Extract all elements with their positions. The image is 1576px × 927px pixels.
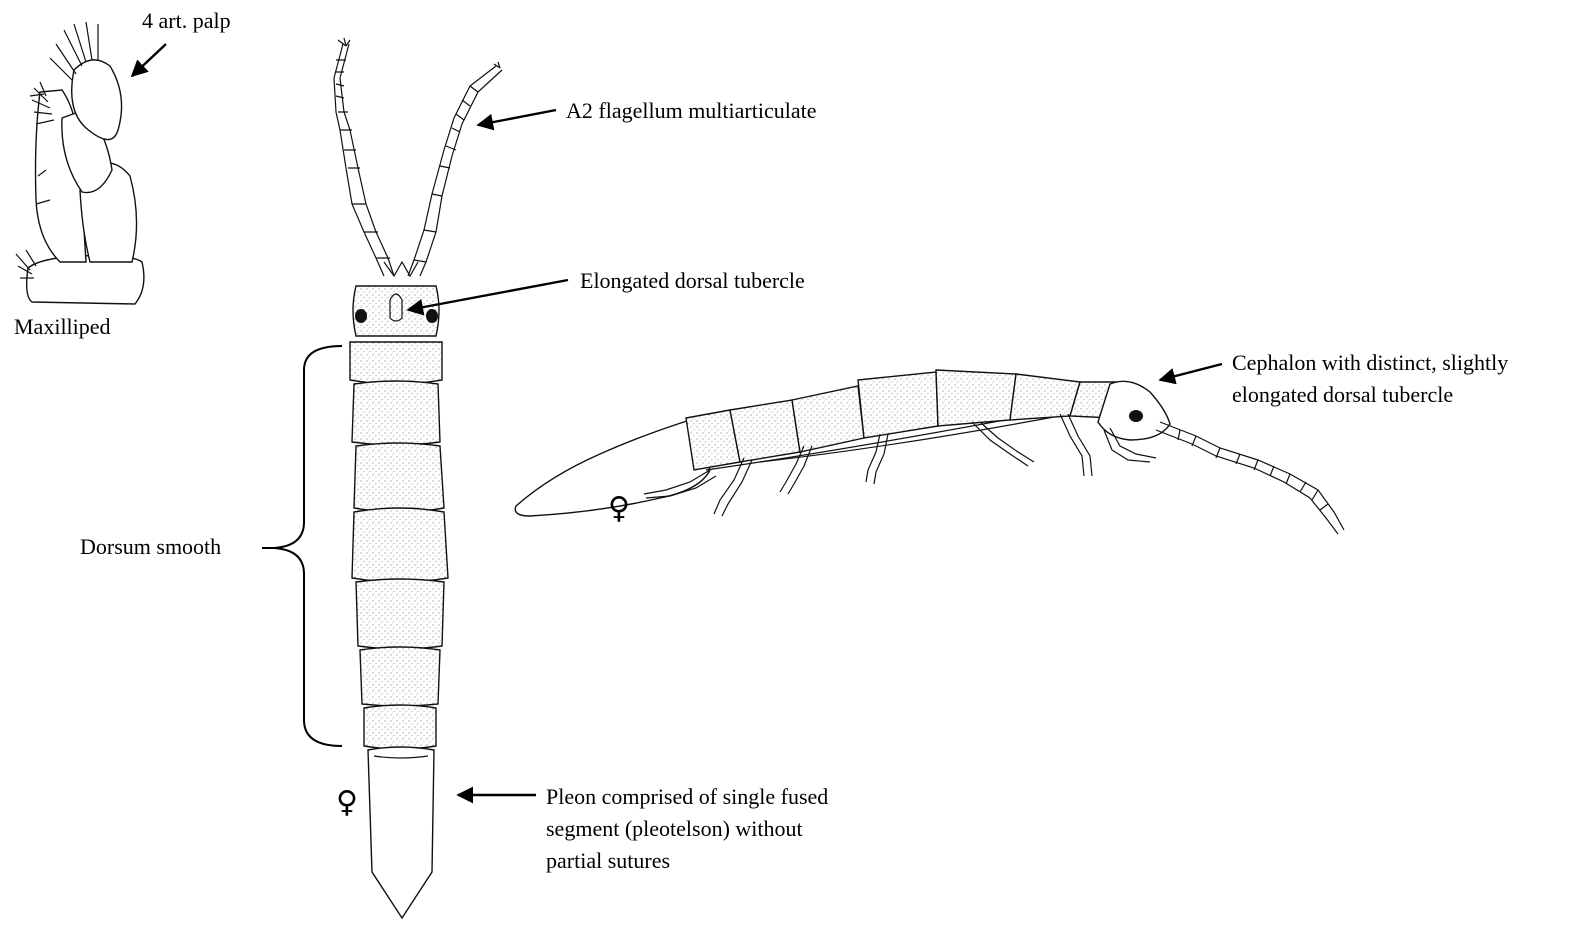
female-symbol-icon: ♀ xyxy=(336,788,358,818)
annotation-lines xyxy=(132,44,1222,795)
a2-arrow-icon xyxy=(478,110,556,125)
pleon-label-line1: Pleon comprised of single fused xyxy=(546,782,828,812)
pleon-label-line2: segment (pleotelson) without xyxy=(546,814,803,844)
pleon-label-line3: partial sutures xyxy=(546,846,670,876)
dorsal-view-drawing xyxy=(334,38,502,918)
maxilliped-drawing xyxy=(16,22,144,304)
female-symbol-icon-lateral: ♀ xyxy=(608,494,630,524)
cephalon-label-line2: elongated dorsal tubercle xyxy=(1232,380,1453,410)
a2-flagellum-label: A2 flagellum multiarticulate xyxy=(566,96,816,126)
cephalon-label-line1: Cephalon with distinct, slightly xyxy=(1232,348,1508,378)
palp-arrow-icon xyxy=(132,44,166,76)
dorsum-brace xyxy=(274,346,342,746)
cephalon-arrow-icon xyxy=(1160,364,1222,380)
tubercle-label: Elongated dorsal tubercle xyxy=(580,266,805,296)
palp-label: 4 art. palp xyxy=(142,6,231,36)
lateral-view-drawing xyxy=(515,370,1344,534)
dorsum-label: Dorsum smooth xyxy=(80,532,221,562)
maxilliped-label: Maxilliped xyxy=(14,312,111,342)
